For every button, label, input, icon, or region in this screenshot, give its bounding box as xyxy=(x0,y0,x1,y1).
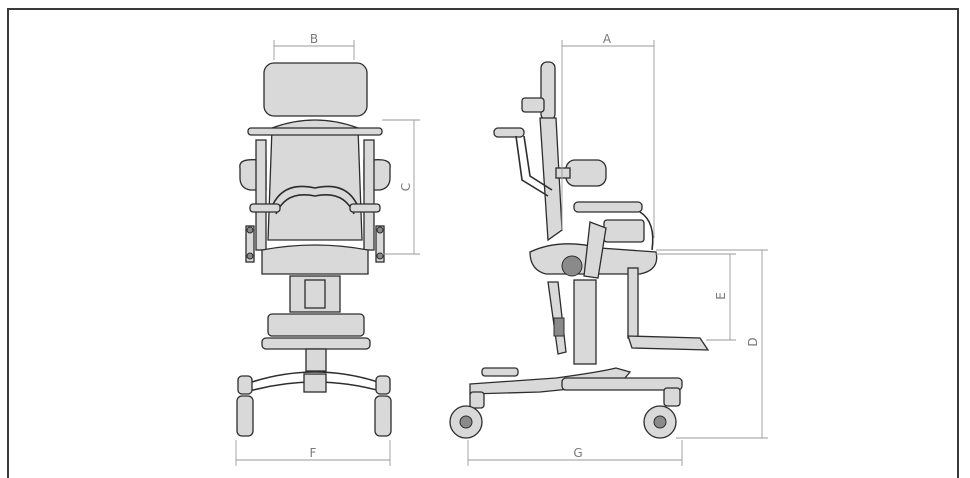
front-left-knob-2 xyxy=(246,252,254,260)
dimension-label-f: F xyxy=(310,446,317,460)
side-column xyxy=(573,279,597,365)
front-right-post xyxy=(363,139,375,251)
side-leg-rest xyxy=(627,267,639,339)
front-right-wheel xyxy=(374,395,392,437)
front-base-arc xyxy=(245,371,385,385)
side-lateral-pad xyxy=(565,159,607,187)
front-left-wheel xyxy=(236,395,254,437)
side-footplate xyxy=(627,335,710,351)
side-dimension-lines xyxy=(467,40,768,466)
dimension-label-b: B xyxy=(310,32,318,46)
dimension-label-a: A xyxy=(603,32,612,46)
front-top-bar xyxy=(247,127,383,136)
front-right-knob-1 xyxy=(376,226,384,234)
side-rear-caster-head xyxy=(663,387,681,407)
front-headrest xyxy=(263,62,368,117)
front-left-post xyxy=(255,139,267,251)
side-armrest-block xyxy=(603,219,645,243)
side-headrest-bracket xyxy=(521,97,545,113)
side-handle-rod xyxy=(515,135,549,197)
front-dimension-lines xyxy=(235,40,420,466)
front-right-caster-head xyxy=(375,375,391,395)
front-column-core xyxy=(304,279,326,309)
front-left-armrest xyxy=(249,203,281,213)
front-seat xyxy=(261,244,369,275)
side-tilt-hub xyxy=(561,255,583,277)
side-seat-bracket xyxy=(583,221,607,279)
side-rear-wheel-hub xyxy=(653,415,667,429)
side-base-rail xyxy=(561,377,683,391)
side-backrest xyxy=(539,117,563,242)
side-lateral-mount xyxy=(555,167,571,179)
front-right-armrest xyxy=(349,203,381,213)
dimension-label-d: D xyxy=(746,337,760,346)
dimension-label-g: G xyxy=(573,446,582,460)
front-base-hub xyxy=(303,373,327,393)
dimension-label-c: C xyxy=(399,183,413,191)
chair-diagram: B C F xyxy=(235,32,768,466)
front-left-clamp xyxy=(245,225,255,263)
side-foot-pedal xyxy=(481,367,519,377)
side-front-wheel-hub xyxy=(459,415,473,429)
front-right-knob-2 xyxy=(376,252,384,260)
side-handle-rod-inner xyxy=(523,135,553,191)
dimension-label-e: E xyxy=(714,292,728,300)
front-view-chair xyxy=(236,62,392,437)
side-actuator-motor xyxy=(553,317,565,337)
front-backrest xyxy=(267,119,363,241)
side-push-handle xyxy=(493,127,525,138)
front-pelvic-belt xyxy=(269,185,361,213)
front-column-lower xyxy=(305,348,327,372)
side-armrest-curve xyxy=(639,211,654,251)
side-view-chair xyxy=(449,61,710,439)
front-left-caster-head xyxy=(237,375,253,395)
front-base-plate xyxy=(267,313,365,337)
side-front-caster-head xyxy=(469,391,485,409)
front-right-clamp xyxy=(375,225,385,263)
front-left-knob-1 xyxy=(246,226,254,234)
front-foot-plate xyxy=(261,337,371,350)
front-pelvic-belt-inner xyxy=(275,194,355,215)
side-armrest xyxy=(573,201,643,213)
